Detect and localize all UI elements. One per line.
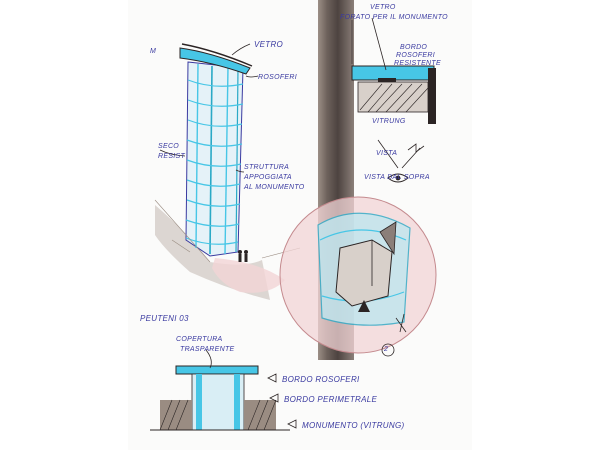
label-monumento: MONUMENTO (VITRUNG) (302, 421, 405, 430)
label-left-note-1: SECO (158, 143, 180, 150)
label-bordo-3: RESISTENTE (394, 60, 441, 67)
label-vetro-top: VETRO (254, 40, 284, 49)
ground-pink-wash (212, 258, 285, 293)
label-struttura-2: APPOGGIATA (244, 174, 292, 181)
tower-glass-cap (179, 47, 251, 75)
label-bordo-2: ROSOFERI (396, 52, 435, 59)
label-rosoferi: ROSOFERI (258, 74, 297, 81)
vitrine-circle (279, 196, 437, 357)
label-bordo-1: BORDO (400, 44, 428, 51)
label-copertura-2: TRASPARENTE (180, 346, 235, 353)
label-signature: PEUTENI 03 (140, 314, 189, 323)
label-vetro-right-1: VETRO (370, 4, 396, 11)
roof-detail (351, 17, 436, 183)
tower-sketch (154, 43, 301, 300)
tower-body (186, 62, 243, 256)
label-struttura-3: AL MONUMENTO (244, 184, 305, 191)
label-left-note-2: RESIST (158, 153, 186, 160)
section-detail (150, 349, 297, 431)
people-figures (238, 250, 248, 262)
label-vetro-right-2: FORATO PER IL MONUMENTO (340, 14, 448, 21)
label-bordo-rosoferi: BORDO ROSOFERI (282, 375, 360, 384)
label-bordo-perimetrale: BORDO PERIMETRALE (284, 395, 378, 404)
label-copertura-1: COPERTURA (176, 336, 223, 343)
label-left-mark: M (150, 48, 157, 55)
label-circle-mark: 2 (384, 346, 389, 353)
label-vista-dall: VISTA (376, 150, 398, 157)
label-vista-sopra: VISTA DAL SOPRA (364, 174, 430, 181)
label-vitrung: VITRUNG (372, 118, 406, 125)
label-struttura-1: STRUTTURA (244, 164, 290, 171)
